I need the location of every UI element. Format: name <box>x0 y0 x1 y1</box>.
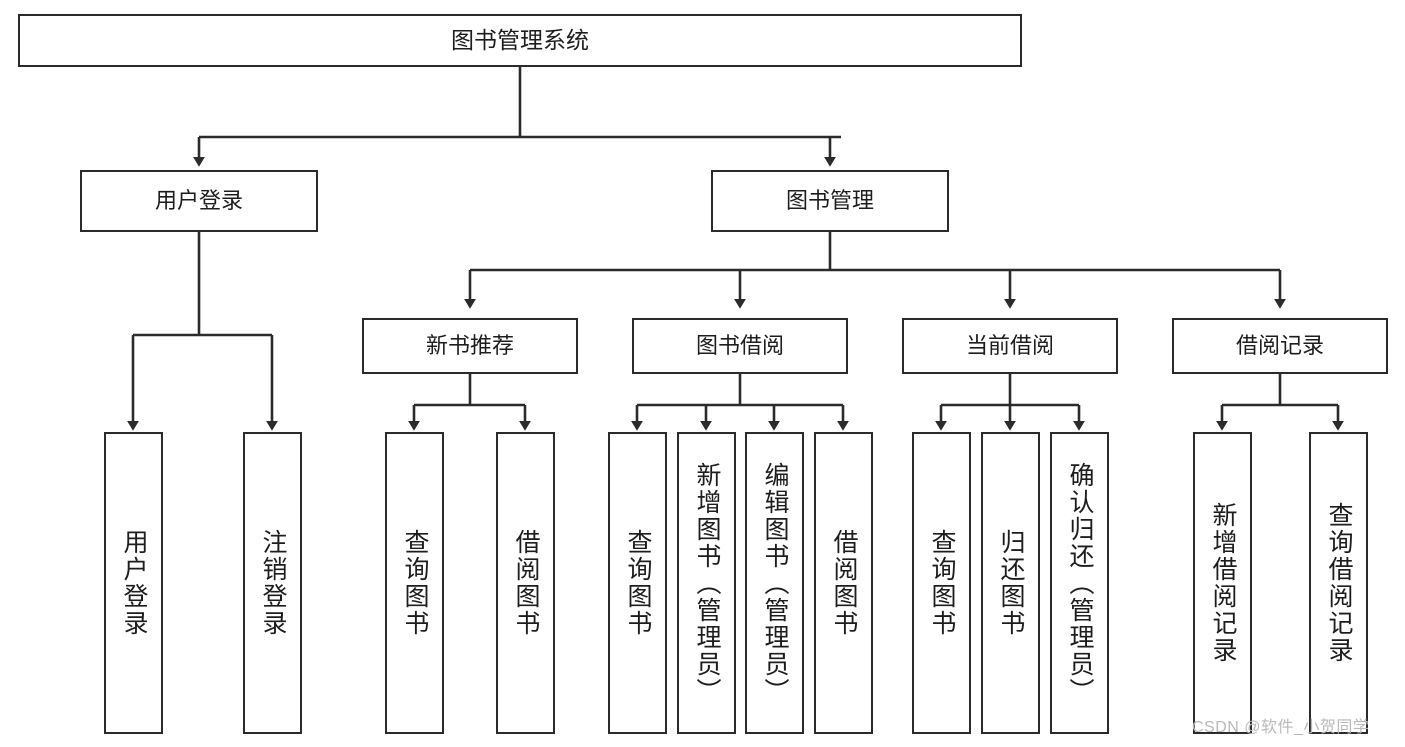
node-user-login[interactable]: 用户登录 <box>80 170 318 232</box>
node-label: 借阅图书 <box>830 529 858 637</box>
node-label: 借阅记录 <box>1235 332 1324 358</box>
node-label: 新增图书（管理员） <box>693 461 721 705</box>
node-label: 注销登录 <box>259 529 287 637</box>
leaf-book-borrow-query[interactable]: 查询图书 <box>608 432 667 734</box>
leaf-book-borrow-borrow[interactable]: 借阅图书 <box>814 432 873 734</box>
leaf-new-book-query[interactable]: 查询图书 <box>385 432 444 734</box>
node-root-book-management-system[interactable]: 图书管理系统 <box>18 14 1022 67</box>
node-new-book-recommend[interactable]: 新书推荐 <box>362 318 578 374</box>
leaf-current-borrow-query[interactable]: 查询图书 <box>912 432 971 734</box>
node-label: 查询图书 <box>624 529 652 637</box>
node-borrow-record[interactable]: 借阅记录 <box>1172 318 1388 374</box>
leaf-current-borrow-return[interactable]: 归还图书 <box>981 432 1040 734</box>
node-label: 查询借阅记录 <box>1325 502 1353 664</box>
node-label: 新增借阅记录 <box>1209 502 1237 664</box>
node-label: 用户登录 <box>120 529 148 637</box>
leaf-book-borrow-edit[interactable]: 编辑图书（管理员） <box>745 432 804 734</box>
leaf-borrow-record-query[interactable]: 查询借阅记录 <box>1309 432 1368 734</box>
node-label: 用户登录 <box>154 187 243 213</box>
leaf-user-login-login[interactable]: 用户登录 <box>104 432 163 734</box>
node-label: 当前借阅 <box>965 332 1054 358</box>
node-label: 图书管理 <box>785 187 874 213</box>
node-label: 图书借阅 <box>695 332 784 358</box>
node-label: 归还图书 <box>997 529 1025 637</box>
node-label: 编辑图书（管理员） <box>761 461 789 705</box>
leaf-user-login-logout[interactable]: 注销登录 <box>243 432 302 734</box>
node-label: 查询图书 <box>401 529 429 637</box>
node-label: 借阅图书 <box>512 529 540 637</box>
node-label: 确认归还（管理员） <box>1066 461 1094 705</box>
leaf-new-book-borrow[interactable]: 借阅图书 <box>496 432 555 734</box>
node-current-borrow[interactable]: 当前借阅 <box>902 318 1118 374</box>
node-book-management[interactable]: 图书管理 <box>711 170 949 232</box>
leaf-borrow-record-add[interactable]: 新增借阅记录 <box>1193 432 1252 734</box>
node-label: 图书管理系统 <box>451 26 589 53</box>
node-book-borrow[interactable]: 图书借阅 <box>632 318 848 374</box>
leaf-book-borrow-add[interactable]: 新增图书（管理员） <box>677 432 736 734</box>
node-label: 查询图书 <box>928 529 956 637</box>
node-label: 新书推荐 <box>425 332 514 358</box>
leaf-current-borrow-confirm-return[interactable]: 确认归还（管理员） <box>1050 432 1109 734</box>
watermark: CSDN @软件_小贺同学 <box>1192 719 1370 736</box>
